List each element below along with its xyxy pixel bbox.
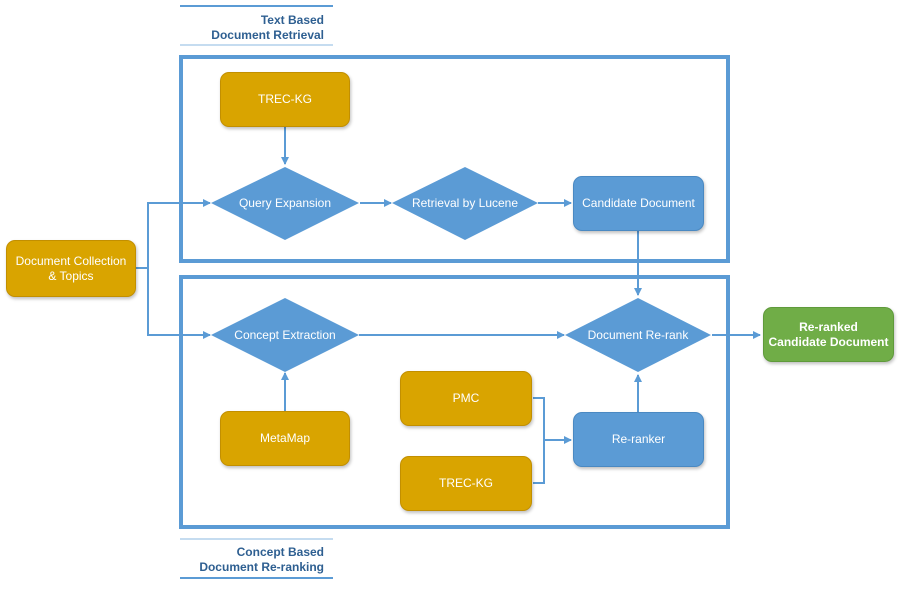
concept-extraction-diamond <box>211 298 359 372</box>
document-collection-node: Document Collection & Topics <box>6 240 136 297</box>
pmc-node: PMC <box>400 371 532 426</box>
reranked-candidate-node: Re-ranked Candidate Document <box>763 307 894 362</box>
text-retrieval-title: Text Based Document Retrieval <box>211 13 324 42</box>
edge-treckg-to-reranker <box>533 440 545 484</box>
trec-kg-bottom-node: TREC-KG <box>400 456 532 511</box>
document-rerank-label: Document Re-rank <box>587 328 689 342</box>
concept-rerank-frame <box>179 275 730 529</box>
reranker-node: Re-ranker <box>573 412 704 467</box>
document-rerank-diamond <box>565 298 711 372</box>
concept-rerank-title: Concept Based Document Re-ranking <box>199 545 324 574</box>
query-expansion-diamond <box>211 167 359 240</box>
retrieval-lucene-diamond <box>392 167 538 240</box>
metamap-node: MetaMap <box>220 411 350 466</box>
candidate-document-node: Candidate Document <box>573 176 704 231</box>
retrieval-lucene-label: Retrieval by Lucene <box>411 196 519 210</box>
edge-collection-to-concept <box>147 268 211 339</box>
trec-kg-top-node: TREC-KG <box>220 72 350 127</box>
query-expansion-label: Query Expansion <box>238 196 332 210</box>
concept-extraction-label: Concept Extraction <box>234 328 336 342</box>
edge-collection-to-query <box>136 199 211 269</box>
edge-pmc-to-reranker <box>533 397 572 444</box>
text-retrieval-frame <box>179 55 730 263</box>
top-title-rule <box>180 5 333 46</box>
bottom-title-rule <box>180 538 333 579</box>
